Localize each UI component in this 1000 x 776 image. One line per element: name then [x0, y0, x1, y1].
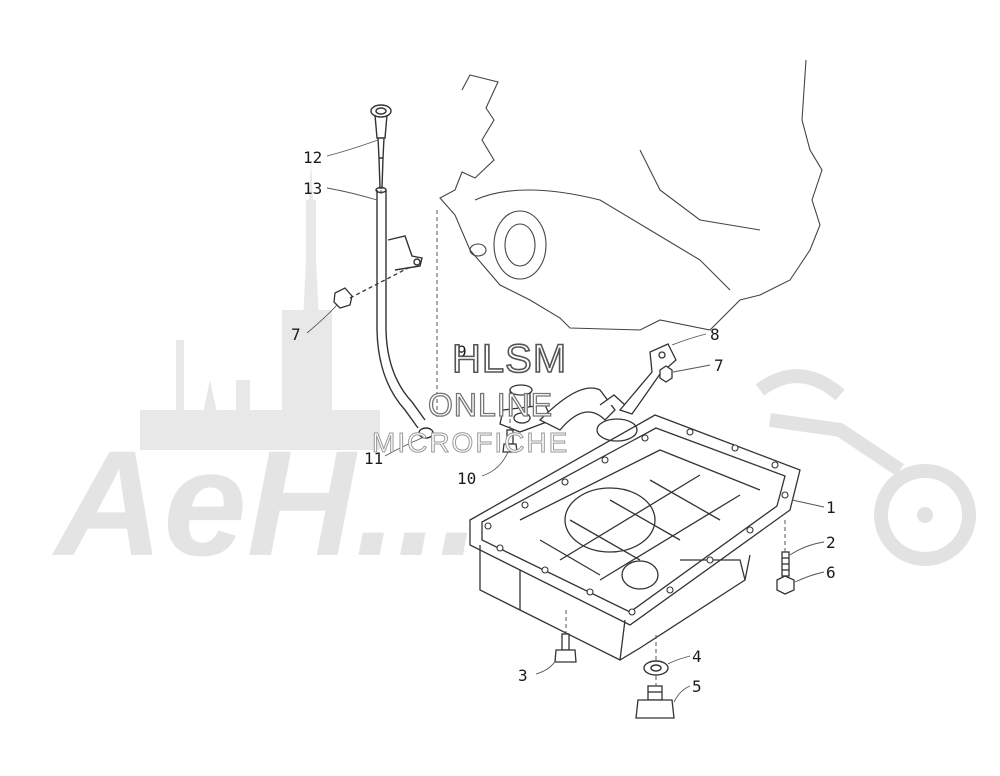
callout-12: 12 — [303, 148, 322, 167]
watermark-hlsm: HLSM — [452, 337, 567, 381]
callout-11: 11 — [364, 449, 383, 468]
watermark-microfiche: MICROFICHE — [372, 427, 569, 458]
watermark-online: ONLINE — [428, 387, 553, 423]
motorcycle-silhouette — [755, 369, 976, 566]
leader-lines — [306, 139, 825, 703]
assembly-lines — [380, 190, 786, 686]
callout-10: 10 — [457, 469, 476, 488]
callout-9: 9 — [457, 342, 467, 361]
background-watermark: AeH... — [51, 160, 976, 587]
engine-crankcase-outline — [439, 59, 823, 331]
bolt-7-left — [333, 265, 413, 309]
bracket-8 — [618, 343, 677, 415]
dipstick-tube-part — [375, 186, 426, 429]
bolt-7-right — [659, 365, 673, 383]
callout-3: 3 — [518, 666, 528, 685]
callout-1: 1 — [826, 498, 836, 517]
callout-labels: 12 13 7 8 9 7 11 10 1 2 6 3 4 5 — [291, 148, 836, 696]
nut-6 — [776, 575, 795, 595]
washer-4 — [643, 660, 669, 676]
callout-5: 5 — [692, 677, 702, 696]
skyline-silhouette — [140, 160, 380, 450]
oil-pan-bolt-holes — [484, 428, 789, 616]
callout-7-right: 7 — [714, 356, 724, 375]
oil-strainer-part — [499, 384, 638, 442]
callout-8: 8 — [710, 325, 720, 344]
gasket-11 — [418, 427, 434, 439]
callout-13: 13 — [303, 179, 322, 198]
stud-2 — [781, 551, 790, 577]
hlsm-watermark: HLSM ONLINE MICROFICHE — [372, 336, 569, 458]
dipstick-part — [370, 104, 392, 189]
callout-6: 6 — [826, 563, 836, 582]
drain-bolt-5 — [635, 685, 675, 719]
callout-2: 2 — [826, 533, 836, 552]
brand-watermark-text: AeH... — [51, 419, 480, 587]
callout-7-left: 7 — [291, 325, 301, 344]
oil-pan-part — [469, 414, 801, 661]
bolt-3 — [554, 633, 577, 663]
callout-4: 4 — [692, 647, 702, 666]
